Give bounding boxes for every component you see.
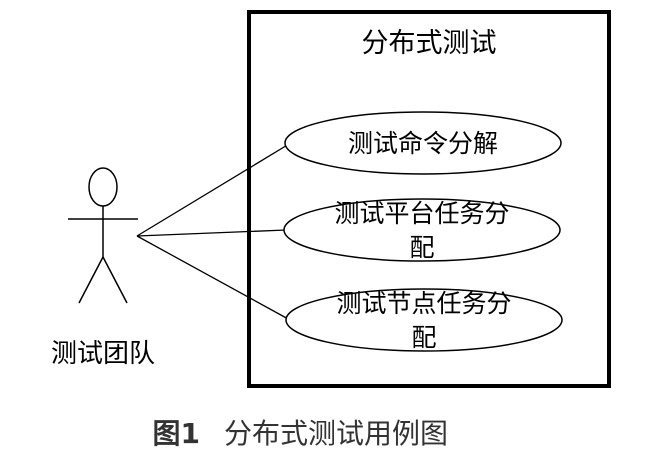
- use-case-label-line-1: 测试命令分解: [348, 129, 498, 158]
- use-case-3: 测试节点任务分 配: [285, 288, 563, 352]
- association-line-2: [136, 229, 287, 237]
- use-case-ellipse: [284, 111, 562, 175]
- caption-figure-label: 图1: [153, 417, 200, 450]
- caption-text: 分布式测试用例图: [224, 417, 448, 450]
- use-case-label-line-2: 配: [409, 233, 434, 262]
- use-case-label-line-1: 测试平台任务分: [334, 199, 509, 228]
- use-case-ellipse: [283, 198, 561, 262]
- use-case-1: 测试命令分解: [284, 111, 562, 175]
- use-case-label-line-1: 测试节点任务分: [336, 289, 511, 318]
- system-boundary: [247, 10, 611, 388]
- actor-name: 测试团队: [51, 339, 155, 369]
- system-title: 分布式测试: [362, 28, 497, 59]
- association-line-1: [136, 143, 290, 237]
- use-case-2: 测试平台任务分 配: [283, 198, 561, 262]
- actor-figure: [68, 167, 138, 304]
- actor-left-leg: [78, 256, 104, 304]
- use-case-ellipse: [285, 288, 563, 352]
- actor-right-leg: [102, 256, 128, 304]
- actor-head: [88, 167, 118, 207]
- use-case-label-line-2: 配: [411, 323, 436, 352]
- associations: [136, 143, 291, 321]
- association-line-3: [136, 235, 291, 321]
- figure-caption: 图1 分布式测试用例图: [153, 417, 449, 450]
